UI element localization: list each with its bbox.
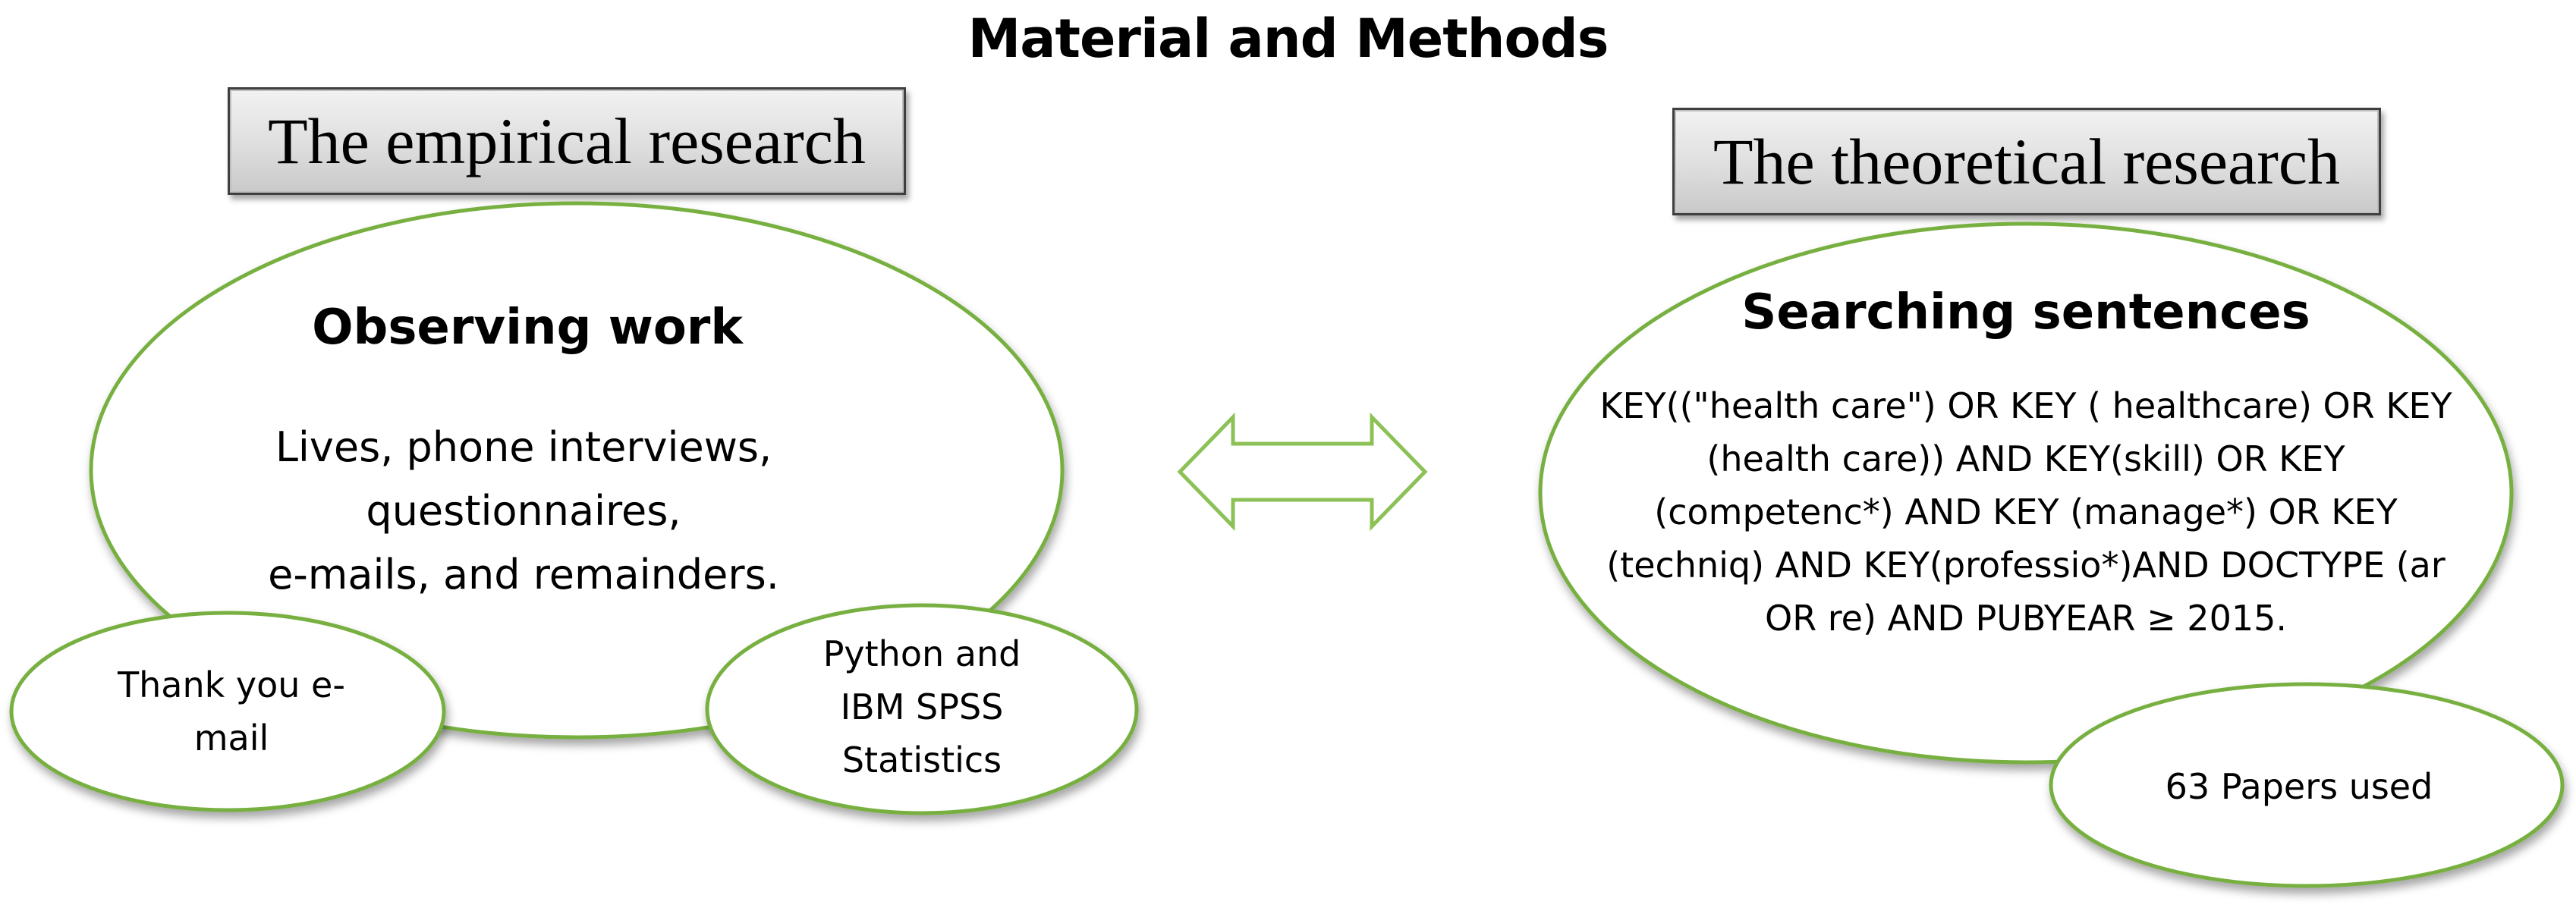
python-spss-line: IBM SPSS xyxy=(840,686,1004,727)
observing-work-body: Lives, phone interviews, questionnaires,… xyxy=(137,416,911,607)
papers-used-bubble xyxy=(2049,682,2565,888)
theoretical-research-heading: The theoretical research xyxy=(1672,108,2381,215)
thank-you-email-line: Thank you e- xyxy=(118,664,345,705)
search-query-line: (techniq) AND KEY(professio*)AND DOCTYPE… xyxy=(1606,545,2445,586)
thank-you-email-text: Thank you e- mail xyxy=(83,658,379,765)
search-query-line: OR re) AND PUBYEAR ≥ 2015. xyxy=(1764,598,2287,639)
python-spss-text: Python and IBM SPSS Statistics xyxy=(759,627,1085,787)
search-query-line: (competenc*) AND KEY (manage*) OR KEY xyxy=(1654,492,2398,532)
searching-sentences-bubble xyxy=(1538,221,2514,765)
observing-work-line: Lives, phone interviews, questionnaires, xyxy=(275,423,772,535)
papers-used-text: 63 Papers used xyxy=(2165,766,2433,807)
observing-work-line: e-mails, and remainders. xyxy=(268,551,779,598)
theoretical-research-heading-label: The theoretical research xyxy=(1713,125,2341,198)
searching-sentences-title: Searching sentences xyxy=(1741,284,2310,341)
observing-work-title: Observing work xyxy=(312,300,743,356)
search-query-line: KEY(("health care") OR KEY ( healthcare)… xyxy=(1599,385,2452,426)
page-title: Material and Methods xyxy=(967,8,1609,70)
python-spss-bubble xyxy=(705,603,1139,815)
observing-work-bubble xyxy=(89,201,1065,740)
thank-you-email-line: mail xyxy=(193,718,269,759)
python-spss-line: Python and xyxy=(822,633,1021,674)
search-query-line: (health care)) AND KEY(skill) OR KEY xyxy=(1706,438,2345,479)
empirical-research-heading-label: The empirical research xyxy=(268,105,866,177)
double-headed-arrow-icon xyxy=(1177,412,1428,532)
python-spss-line: Statistics xyxy=(841,740,1002,781)
thank-you-email-bubble xyxy=(9,611,446,812)
searching-sentences-body: KEY(("health care") OR KEY ( healthcare)… xyxy=(1571,379,2481,645)
empirical-research-heading: The empirical research xyxy=(228,87,906,195)
